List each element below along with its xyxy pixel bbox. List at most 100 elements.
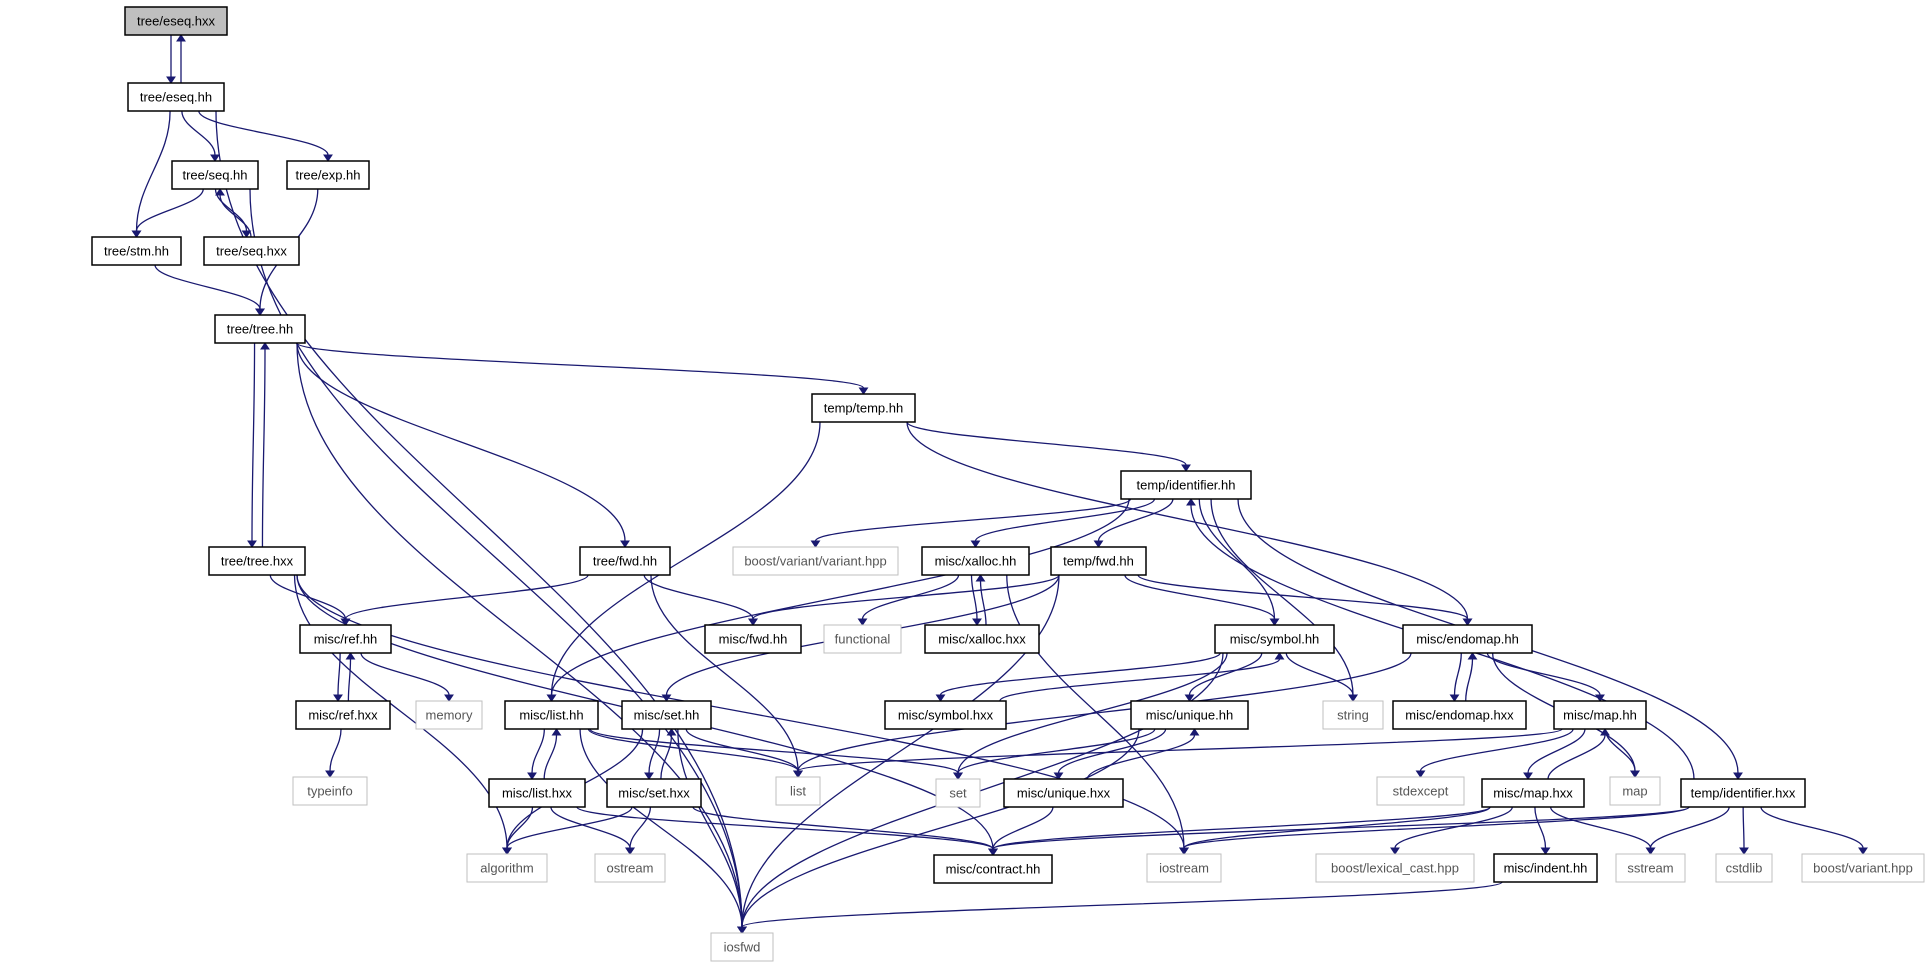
node-box [295, 700, 391, 730]
node-endomap-hh[interactable]: misc/endomap.hh [1402, 624, 1533, 654]
node-label: tree/seq.hxx [216, 244, 287, 259]
arrowhead-eseq_hh-to-eseq_hxx [176, 34, 186, 42]
node-label: cstdlib [1726, 861, 1763, 876]
node-stm-hh[interactable]: tree/stm.hh [91, 236, 182, 266]
arrowhead-tree_hxx-to-tree_hh [260, 342, 270, 350]
node-ident-hh[interactable]: temp/identifier.hh [1120, 470, 1252, 500]
node-contract-hh[interactable]: misc/contract.hh [933, 854, 1053, 884]
edge-xalloc_hxx-to-xalloc_hh [979, 580, 987, 626]
node-box [1493, 853, 1598, 883]
node-unique-hxx[interactable]: misc/unique.hxx [1003, 778, 1124, 808]
node-boost-variant-variant: boost/variant/variant.hpp [732, 546, 899, 576]
node-indent-hh[interactable]: misc/indent.hh [1493, 853, 1598, 883]
node-box [710, 932, 774, 962]
node-ref-hh[interactable]: misc/ref.hh [299, 624, 392, 654]
node-label: sstream [1627, 861, 1673, 876]
node-map-hxx[interactable]: misc/map.hxx [1481, 778, 1585, 808]
node-iosfwd: iosfwd [710, 932, 774, 962]
node-endomap-hxx[interactable]: misc/endomap.hxx [1392, 700, 1527, 730]
arrowhead-ident_hxx-to-sstream [1645, 847, 1656, 855]
node-seq-hxx[interactable]: tree/seq.hxx [203, 236, 300, 266]
node-list-hxx[interactable]: misc/list.hxx [488, 778, 586, 808]
arrowhead-exp_hh-to-tree_hh [255, 308, 265, 316]
edge-set_hxx-to-ostream [629, 806, 652, 849]
arrowhead-map_hxx-to-indent_hh [1540, 847, 1551, 855]
arrowhead-set_hh-to-set_hxx [644, 772, 654, 780]
edge-ident_hh-to-list_hh [550, 498, 1130, 696]
edge-endomap_hxx-to-endomap_hh [1465, 658, 1474, 702]
arrowhead-set_hxx-to-ostream [625, 847, 635, 855]
node-label: ostream [607, 861, 654, 876]
edge-list_hh-to-list_hxx [531, 728, 545, 774]
node-label: tree/fwd.hh [593, 554, 657, 569]
node-label: misc/unique.hxx [1017, 786, 1111, 801]
node-tree-fwd[interactable]: tree/fwd.hh [579, 546, 671, 576]
edge-seq_hxx-to-seq_hh [219, 194, 252, 238]
edge-ident_hxx-to-cstdlib [1742, 806, 1745, 849]
node-tree-hh[interactable]: tree/tree.hh [214, 314, 306, 344]
edge-set_hxx-to-contract_hh [692, 806, 994, 850]
node-list-hh[interactable]: misc/list.hh [504, 700, 599, 730]
node-set-hxx[interactable]: misc/set.hxx [606, 778, 702, 808]
node-set-hh[interactable]: misc/set.hh [621, 700, 712, 730]
edge-unique_hh-to-unique_hxx [1057, 728, 1167, 774]
arrowhead-unique_hxx-to-unique_hh [1189, 728, 1200, 736]
node-box [1609, 776, 1661, 806]
node-typeinfo: typeinfo [292, 776, 368, 806]
node-label: misc/list.hh [519, 708, 583, 723]
arrowhead-temp_hh-to-ident_hh [1181, 464, 1191, 472]
arrowhead-symbol_hh-to-string [1348, 694, 1358, 702]
node-symbol-hxx[interactable]: misc/symbol.hxx [884, 700, 1007, 730]
edge-list_hh-to-list [587, 728, 799, 772]
node-label: string [1337, 708, 1369, 723]
node-box [579, 546, 671, 576]
arrowhead-endomap_hh-to-map_hh [1595, 694, 1605, 702]
node-box [921, 546, 1030, 576]
edge-map_hxx-to-contract_hh [992, 806, 1491, 850]
arrowhead-set_hxx-to-algorithm [502, 847, 512, 855]
node-label: temp/fwd.hh [1063, 554, 1134, 569]
arrowhead-symbol_hh-to-unique_hh [1184, 694, 1195, 702]
arrowhead-tree_hh-to-tree_hxx [247, 540, 257, 548]
node-map-hh[interactable]: misc/map.hh [1553, 700, 1647, 730]
arrowhead-map_hxx-to-lexical_cast [1390, 847, 1400, 855]
node-misc-fwd[interactable]: misc/fwd.hh [704, 624, 802, 654]
node-eseq-hxx[interactable]: tree/eseq.hxx [124, 6, 228, 36]
node-eseq-hh[interactable]: tree/eseq.hh [127, 82, 225, 112]
node-ref-hxx[interactable]: misc/ref.hxx [295, 700, 391, 730]
node-label: misc/ref.hxx [308, 708, 378, 723]
node-label: misc/endomap.hxx [1405, 708, 1514, 723]
arrowhead-ident_hxx-to-ident_hh [1186, 498, 1196, 506]
node-label: temp/identifier.hxx [1691, 786, 1796, 801]
node-box [203, 236, 300, 266]
node-label: misc/map.hxx [1493, 786, 1573, 801]
node-box [504, 700, 599, 730]
arrowhead-endomap_hh-to-endomap_hxx [1449, 694, 1460, 702]
node-symbol-hh[interactable]: misc/symbol.hh [1214, 624, 1335, 654]
edge-temp_fwd-to-endomap_hh [1137, 574, 1469, 620]
edge-ident_hxx-to-contract_hh [992, 806, 1690, 850]
node-box [488, 778, 586, 808]
node-temp-hh[interactable]: temp/temp.hh [811, 393, 916, 423]
node-label: tree/stm.hh [104, 244, 169, 259]
node-label: tree/exp.hh [295, 168, 360, 183]
node-exp-hh[interactable]: tree/exp.hh [286, 160, 370, 190]
node-box [1322, 700, 1384, 730]
edge-ident_hh-to-xalloc_hh [974, 498, 1156, 542]
node-xalloc-hxx[interactable]: misc/xalloc.hxx [924, 624, 1040, 654]
node-box [292, 776, 368, 806]
node-unique-hh[interactable]: misc/unique.hh [1130, 700, 1249, 730]
node-seq-hh[interactable]: tree/seq.hh [171, 160, 259, 190]
node-boost-variant: boost/variant.hpp [1801, 853, 1925, 883]
node-box [1120, 470, 1252, 500]
node-sstream: sstream [1615, 853, 1686, 883]
arrowhead-temp_fwd-to-endomap_hh [1462, 618, 1473, 626]
edge-tree_hh-to-iosfwd [296, 342, 743, 928]
arrowhead-xalloc_hh-to-xalloc_hxx [972, 618, 982, 626]
arrowhead-map_hh-to-map_hxx [1523, 772, 1533, 780]
node-xalloc-hh[interactable]: misc/xalloc.hh [921, 546, 1030, 576]
node-tree-hxx[interactable]: tree/tree.hxx [208, 546, 306, 576]
node-temp-fwd[interactable]: temp/fwd.hh [1050, 546, 1147, 576]
node-string: string [1322, 700, 1384, 730]
node-ident-hxx[interactable]: temp/identifier.hxx [1680, 778, 1806, 808]
